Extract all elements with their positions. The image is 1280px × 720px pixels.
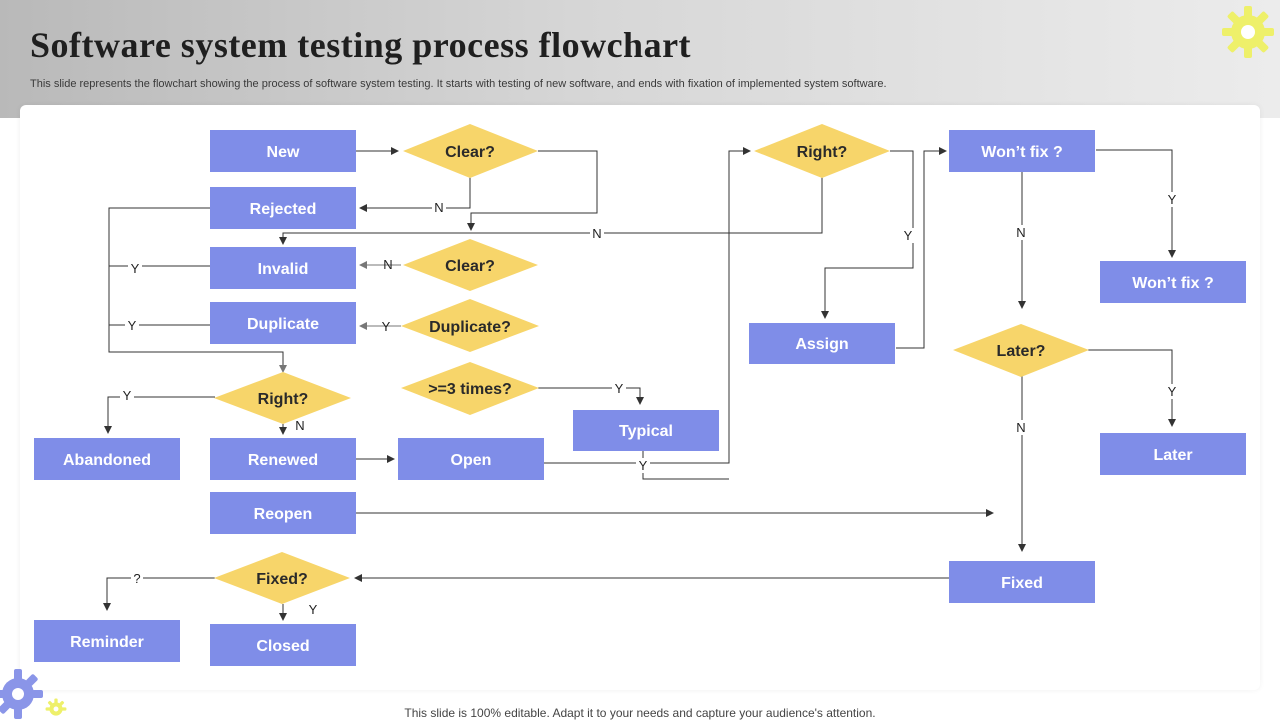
decision-fixed: Fixed? <box>214 552 350 604</box>
edge-clear-rejected <box>359 177 471 212</box>
node-open: Open <box>398 438 544 480</box>
node-label: Rejected <box>250 201 317 218</box>
node-closed: Closed <box>210 624 356 666</box>
edge-assign-wontfix <box>896 147 947 349</box>
node-wont-fix-main: Won’t fix ? <box>949 130 1095 172</box>
page-subtitle: This slide represents the flowchart show… <box>30 78 887 90</box>
node-reopen: Reopen <box>210 492 356 534</box>
edge-label: N <box>383 257 392 272</box>
gear-icon <box>1222 6 1274 58</box>
edge-label: Y <box>382 319 391 334</box>
decision-label: Duplicate? <box>429 319 511 336</box>
node-label: Abandoned <box>63 452 151 469</box>
edge-labels: N N Y N Y Y Y Y N Y Y Y N Y N ? Y <box>120 192 1179 617</box>
edge-label: ? <box>133 571 140 586</box>
decision-label: >=3 times? <box>428 381 512 398</box>
node-label: Assign <box>795 336 848 353</box>
decision-later: Later? <box>953 324 1089 377</box>
node-new: New <box>210 130 356 172</box>
decision-label: Clear? <box>445 258 495 275</box>
node-label: Duplicate <box>247 316 319 333</box>
edge-later-y <box>1088 349 1176 427</box>
node-reminder: Reminder <box>34 620 180 662</box>
edge-right-top-n <box>279 176 823 245</box>
decision-label: Fixed? <box>256 571 308 588</box>
header-band <box>0 0 1280 118</box>
edge-fixedq-reminder <box>103 577 215 611</box>
node-label: Reminder <box>70 634 144 651</box>
edge-label: Y <box>131 261 140 276</box>
node-duplicate: Duplicate <box>210 302 356 344</box>
node-renewed: Renewed <box>210 438 356 480</box>
node-label: Typical <box>619 423 673 440</box>
node-rejected: Rejected <box>210 187 356 229</box>
node-label: Renewed <box>248 452 318 469</box>
node-wont-fix-result: Won’t fix ? <box>1100 261 1246 303</box>
node-label: Fixed <box>1001 575 1043 592</box>
edge-clear-down <box>467 150 598 231</box>
edge-label: Y <box>615 381 624 396</box>
node-label: Closed <box>256 638 309 655</box>
edge-wontfix-y <box>1096 149 1176 258</box>
node-label: Won’t fix ? <box>1132 275 1213 292</box>
edge-label: Y <box>904 228 913 243</box>
decision-times: >=3 times? <box>401 362 539 415</box>
gear-icon <box>45 698 67 716</box>
edge-label: N <box>1016 225 1025 240</box>
decision-right-top: Right? <box>754 124 890 178</box>
node-label: Won’t fix ? <box>981 144 1062 161</box>
decision-label: Later? <box>997 343 1046 360</box>
edge-label: Y <box>309 602 318 617</box>
edge-typical-join <box>642 451 729 480</box>
node-label: Open <box>451 452 492 469</box>
edge-times-typical <box>538 387 644 405</box>
node-typical: Typical <box>573 410 719 451</box>
node-later: Later <box>1100 433 1246 475</box>
edge-right-assign <box>821 150 914 319</box>
decision-clear-top: Clear? <box>403 124 538 178</box>
node-assign: Assign <box>749 323 895 364</box>
node-label: Invalid <box>258 261 309 278</box>
footer-note: This slide is 100% editable. Adapt it to… <box>404 706 876 720</box>
gear-icon <box>0 669 43 719</box>
decision-right-left: Right? <box>214 372 351 424</box>
edge-label: N <box>434 200 443 215</box>
decision-clear-mid: Clear? <box>403 239 538 291</box>
node-label: Reopen <box>254 506 313 523</box>
decision-label: Right? <box>258 391 309 408</box>
edge-label: N <box>295 418 304 433</box>
edge-label: N <box>592 226 601 241</box>
edge-label: N <box>1016 420 1025 435</box>
edge-label: Y <box>123 388 132 403</box>
edge-label: Y <box>1168 192 1177 207</box>
edge-label: Y <box>1168 384 1177 399</box>
page-title: Software system testing process flowchar… <box>30 25 692 65</box>
decision-label: Clear? <box>445 144 495 161</box>
node-label: Later <box>1153 447 1192 464</box>
node-invalid: Invalid <box>210 247 356 289</box>
node-label: New <box>267 144 300 161</box>
edge-right-abandoned <box>104 396 215 434</box>
edge-label: Y <box>128 318 137 333</box>
decision-duplicate: Duplicate? <box>401 299 539 352</box>
node-abandoned: Abandoned <box>34 438 180 480</box>
edge-rejected-loop <box>108 207 287 373</box>
node-fixed: Fixed <box>949 561 1095 603</box>
edge-label: Y <box>639 458 648 473</box>
decision-label: Right? <box>797 144 848 161</box>
